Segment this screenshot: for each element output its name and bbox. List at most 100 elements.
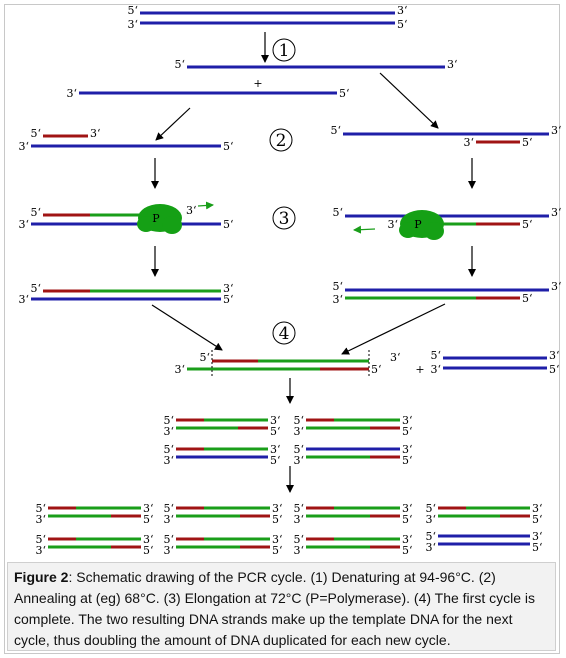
strand-end-label: 5‘ (402, 544, 413, 557)
strand-end-label: 5‘ (36, 533, 47, 546)
strand-end-label: 3‘ (164, 425, 175, 438)
strand-end-label: 5‘ (522, 292, 533, 305)
strand-end-label: 3‘ (164, 513, 175, 526)
strand-end-label: 5‘ (294, 443, 305, 456)
strand-end-labels: 5‘3‘3‘5‘5‘3‘+3‘5‘5‘3‘3‘5‘5‘3‘3‘5‘5‘3‘5‘3… (19, 4, 562, 557)
strand-end-label: 3‘ (426, 513, 437, 526)
polymerase-label: P (414, 218, 422, 231)
step-marker-4: 4 (272, 321, 296, 345)
figure-caption: Figure 2: Schematic drawing of the PCR c… (7, 562, 556, 651)
step-markers: 1 2 3 4 (269, 38, 296, 345)
strand-end-label: 3‘ (431, 363, 442, 376)
strand-end-label: 5‘ (532, 513, 543, 526)
strand-end-label: 3‘ (128, 18, 139, 31)
strand-end-label: 3‘ (402, 502, 413, 515)
strand-end-label: 5‘ (164, 414, 175, 427)
strand-end-label: 5‘ (371, 363, 382, 376)
caption-label: Figure 2 (14, 569, 69, 585)
strand-end-label: 5‘ (223, 218, 234, 231)
strand-end-label: 3‘ (36, 513, 47, 526)
strand-end-label: 5‘ (294, 502, 305, 515)
strand-end-label: 5‘ (397, 18, 408, 31)
strand-end-label: 3‘ (426, 541, 437, 554)
elongation-arrow-left (197, 201, 214, 210)
strand-end-label: 5‘ (143, 544, 154, 557)
polymerase-lobe (399, 222, 417, 238)
strand-end-label: 5‘ (200, 351, 211, 364)
strand-end-label: 3‘ (143, 533, 154, 546)
strand-end-label: 3‘ (164, 544, 175, 557)
strand-end-label: 3‘ (464, 136, 475, 149)
strand-end-label: 3‘ (333, 293, 344, 306)
strand-end-label: 5‘ (31, 127, 42, 140)
strand-end-label: 3‘ (19, 293, 30, 306)
strand-end-label: 5‘ (128, 4, 139, 17)
strand-end-label: 5‘ (426, 502, 437, 515)
strand-end-label: 3‘ (402, 414, 413, 427)
strand-end-label: 3‘ (447, 58, 458, 71)
step-number: 1 (279, 41, 290, 61)
strand-end-label: 3‘ (388, 218, 399, 231)
plus-sign: + (253, 77, 262, 90)
elongation-arrow-right (353, 225, 376, 234)
arrow-merge-left (151, 304, 223, 351)
strand-end-label: 5‘ (31, 206, 42, 219)
strand-end-label: 3‘ (551, 124, 562, 137)
strand-end-label: 3‘ (551, 206, 562, 219)
strand-end-label: 3‘ (294, 454, 305, 467)
pcr-cycle-diagram: 5‘3‘3‘5‘5‘3‘+3‘5‘5‘3‘3‘5‘5‘3‘3‘5‘5‘3‘5‘3… (19, 4, 562, 557)
strand-end-label: 3‘ (19, 218, 30, 231)
strand-end-label: 5‘ (331, 124, 342, 137)
step-marker-3: 3 (272, 206, 296, 230)
strand-end-label: 5‘ (272, 544, 283, 557)
step-number: 2 (276, 131, 287, 151)
step-circle (269, 128, 293, 152)
strand-end-label: 3‘ (294, 544, 305, 557)
strand-end-label: 5‘ (294, 414, 305, 427)
strand-end-label: 5‘ (143, 513, 154, 526)
process-arrows (151, 32, 476, 493)
strand-end-label: 5‘ (175, 58, 186, 71)
strand-end-label: 5‘ (164, 502, 175, 515)
strand-end-label: 5‘ (522, 136, 533, 149)
strand-end-label: 5‘ (333, 206, 344, 219)
strand-end-label: 3‘ (532, 502, 543, 515)
strand-end-label: 5‘ (549, 363, 560, 376)
strand-end-label: 5‘ (426, 530, 437, 543)
step-marker-1: 1 (272, 38, 296, 62)
strand-end-label: 3‘ (164, 454, 175, 467)
polymerase-label: P (152, 212, 160, 225)
step-marker-2: 2 (269, 128, 293, 152)
strand-end-label: 3‘ (294, 513, 305, 526)
strand-end-label: 5‘ (223, 140, 234, 153)
strand-end-label: 3‘ (549, 349, 560, 362)
strand-end-label: 5‘ (272, 513, 283, 526)
strand-end-label: 3‘ (36, 544, 47, 557)
strand-end-label: 3‘ (402, 443, 413, 456)
step-number: 4 (279, 324, 290, 344)
strand-end-label: 5‘ (522, 218, 533, 231)
strand-end-label: 3‘ (175, 363, 186, 376)
strand-end-label: 5‘ (270, 425, 281, 438)
strand-end-label: 3‘ (186, 204, 197, 217)
strand-end-label: 5‘ (164, 533, 175, 546)
strand-end-label: 5‘ (402, 513, 413, 526)
strand-end-label: 3‘ (223, 282, 234, 295)
plus-sign: + (415, 363, 424, 376)
polymerase-right: P (399, 210, 444, 240)
strand-end-label: 5‘ (270, 454, 281, 467)
strand-end-label: 3‘ (90, 127, 101, 140)
strand-end-label: 5‘ (223, 293, 234, 306)
strand-end-label: 3‘ (390, 351, 401, 364)
strand-end-label: 3‘ (143, 502, 154, 515)
strand-end-label: 5‘ (402, 425, 413, 438)
strand-end-label: 5‘ (532, 541, 543, 554)
strand-end-label: 5‘ (333, 280, 344, 293)
strand-end-label: 3‘ (294, 425, 305, 438)
strand-end-label: 5‘ (431, 349, 442, 362)
strand-end-label: 5‘ (31, 282, 42, 295)
strand-end-label: 5‘ (36, 502, 47, 515)
strand-end-label: 3‘ (551, 280, 562, 293)
step-circle (272, 321, 296, 345)
